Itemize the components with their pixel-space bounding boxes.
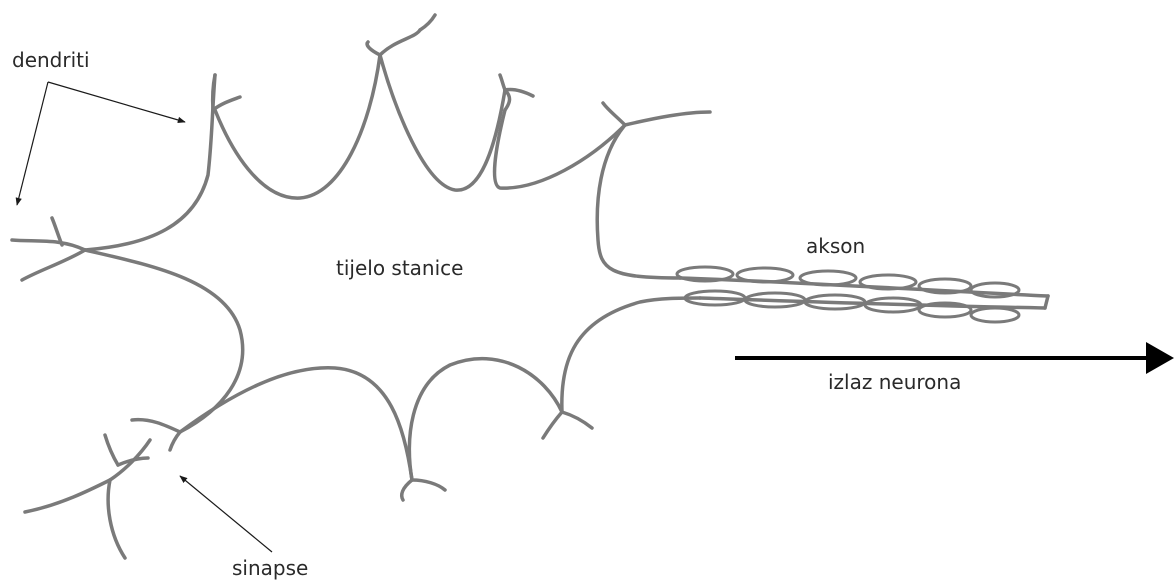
dendrite-bottom-2-twig-b (562, 412, 592, 428)
myelin-sheath (677, 267, 1019, 322)
dendrite-bottom-left-6 (105, 435, 118, 465)
synapses-arrow (180, 476, 272, 552)
dendrite-top-3-twig-b (500, 75, 505, 90)
axon-label: akson (806, 236, 865, 256)
dendrite-bottom-left-7 (118, 458, 148, 465)
dendrite-top-4-twig-a (603, 103, 625, 125)
dendrite-bottom-left-2 (132, 420, 180, 432)
dendrite-bottom-left-5 (108, 480, 125, 558)
dendrite-bottom-left-1 (170, 432, 180, 450)
dendrites-arrow-left (17, 82, 48, 205)
dendrite-top-3-twig-c (505, 90, 510, 110)
soma-top-edge (85, 75, 215, 250)
soma-bottom-right-curve (562, 298, 700, 412)
dendrite-top-2-twig-c (420, 15, 435, 30)
dendrite-bottom-left-4 (25, 480, 110, 512)
soma-bottom-arch-2 (409, 359, 562, 480)
soma-top-arch-2 (380, 55, 505, 190)
soma-top-arch-1 (215, 55, 380, 198)
dendrites-arrow-right (48, 82, 185, 122)
myelin-segment (971, 308, 1019, 322)
dendrites-label: dendriti (12, 50, 90, 70)
output-arrowhead-icon (1146, 342, 1174, 374)
soma-top-arch-3 (495, 110, 625, 188)
soma-top-right-curve (597, 125, 680, 278)
dendrite-top-1-twig (213, 97, 240, 110)
dendrite-bottom-1-twig (402, 480, 412, 500)
synapses-label: sinapse (232, 558, 308, 578)
dendrite-top-2-twig-a (367, 42, 380, 55)
axon-tip (1045, 296, 1048, 308)
dendrite-top-2-twig-b (380, 30, 420, 55)
cell-body-label: tijelo stanice (336, 258, 463, 278)
dendrite-bottom-1-twig-b (412, 480, 445, 490)
dendrite-left-top (12, 240, 85, 250)
dendrite-bottom-2-twig-a (543, 412, 562, 438)
dendrite-top-4-twig-b (625, 112, 710, 125)
output-label: izlaz neurona (828, 372, 961, 392)
soma-bottom-arch-1 (180, 368, 412, 480)
neuron-cell-outline (12, 15, 1048, 558)
dendrite-left-fork-2 (22, 250, 85, 280)
